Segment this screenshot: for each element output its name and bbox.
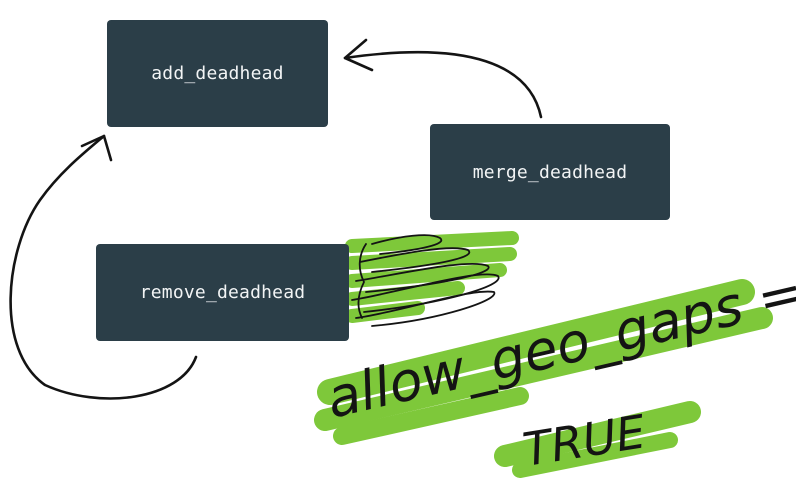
cycle-arrows — [9, 38, 543, 400]
arrowhead-add-top — [343, 38, 374, 72]
arrow-remove-to-add — [9, 134, 198, 400]
node-remove-deadhead: remove_deadhead — [96, 244, 349, 341]
arrow-merge-to-add — [343, 51, 543, 119]
node-add-deadhead-label: add_deadhead — [151, 63, 284, 84]
annotation-line-2: TRUE — [519, 404, 649, 477]
node-merge-deadhead: merge_deadhead — [430, 124, 670, 220]
node-remove-deadhead-label: remove_deadhead — [139, 282, 306, 303]
scribble-ink — [351, 234, 500, 327]
node-add-deadhead: add_deadhead — [107, 20, 328, 127]
annotation-line-1: allow_geo_gaps = — [321, 260, 796, 431]
annotation-highlight — [314, 279, 773, 478]
arrowhead-add-bottom — [80, 134, 113, 162]
node-merge-deadhead-label: merge_deadhead — [472, 161, 628, 183]
